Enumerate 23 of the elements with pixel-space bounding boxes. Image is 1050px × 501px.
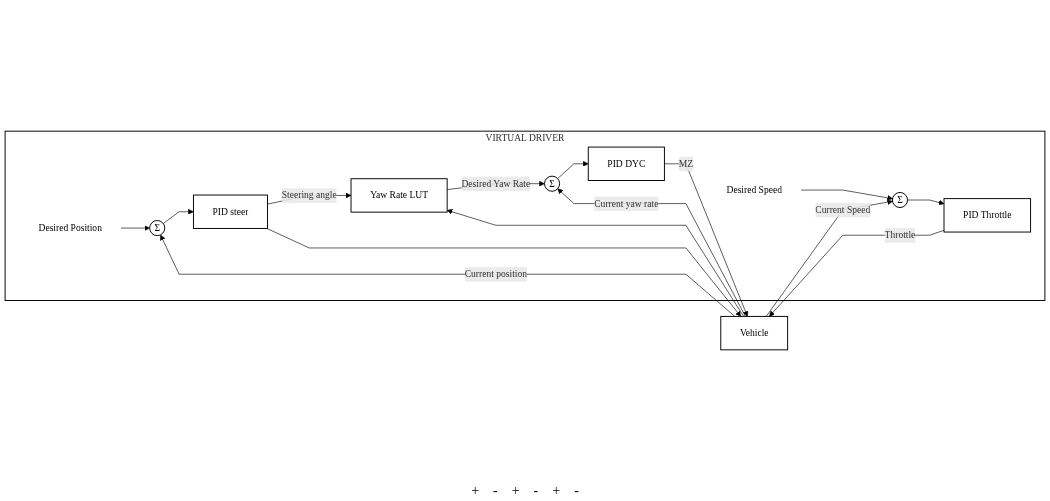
node-box: PID Throttle [943, 198, 1032, 233]
sign-label: - [533, 483, 539, 499]
node-circle: Σ [544, 175, 561, 192]
sign-label: + [511, 483, 520, 499]
sign-label: - [574, 483, 579, 499]
node-box: PID DYC [587, 146, 665, 181]
edge-label: MZ [678, 158, 694, 169]
edge-label: Current yaw rate [594, 198, 659, 209]
node-circle: Σ [891, 191, 908, 209]
edge-label: Throttle [884, 229, 916, 241]
sign-label: - [493, 483, 498, 499]
sign-label: + [552, 483, 561, 499]
node-box: Yaw Rate LUT [350, 178, 448, 213]
edge-label: Desired Yaw Rate [461, 178, 531, 189]
node-text: Desired Speed [726, 184, 782, 195]
edge-label: Current position [464, 268, 527, 280]
node-box: PID steer [192, 194, 268, 229]
node-text: Desired Position [38, 222, 102, 233]
sign-label: + [471, 483, 480, 499]
node-box: Vehicle [720, 315, 789, 351]
edge-label: Current Speed [815, 204, 871, 215]
node-circle: Σ [149, 220, 166, 237]
edge-label: Steering angle [281, 190, 337, 201]
